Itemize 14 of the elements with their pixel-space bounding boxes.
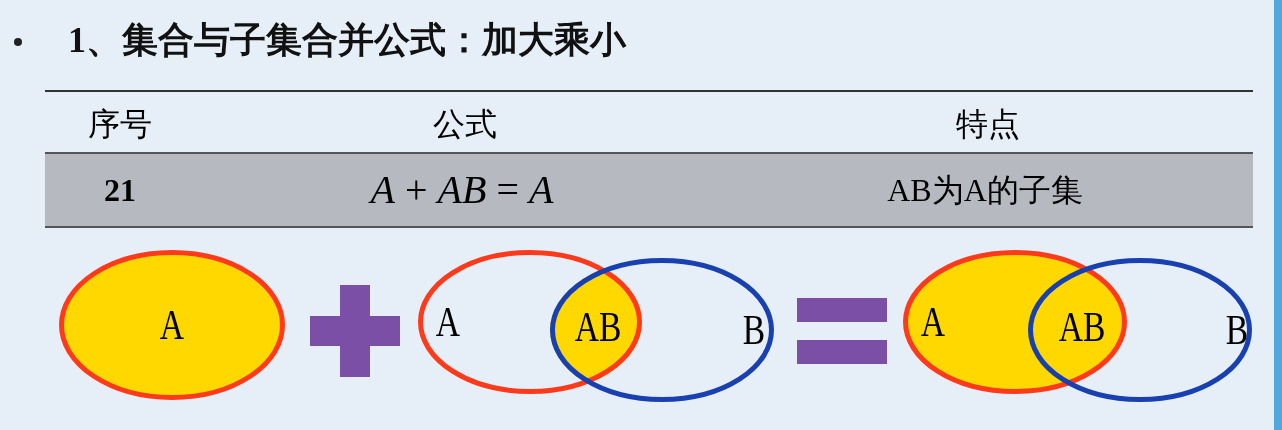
formula: A + AB = A: [370, 170, 554, 210]
table-cell-text: 21: [104, 171, 136, 210]
set-label: A: [920, 298, 946, 347]
set-label: B: [1225, 306, 1249, 355]
set-label: A: [159, 301, 185, 350]
set-label: B: [742, 306, 766, 355]
title: 1、集合与子集合并公式：加大乘小: [68, 19, 626, 62]
header-cell-text: 序号: [88, 105, 152, 144]
overlap-label: AB: [1058, 303, 1106, 352]
overlap-label: AB: [574, 303, 622, 352]
set-label: A: [435, 298, 461, 347]
header-cell-text: 特点: [956, 105, 1020, 144]
header-cell-text: 公式: [433, 105, 497, 144]
table-cell-text: AB为A的子集: [887, 171, 1083, 210]
